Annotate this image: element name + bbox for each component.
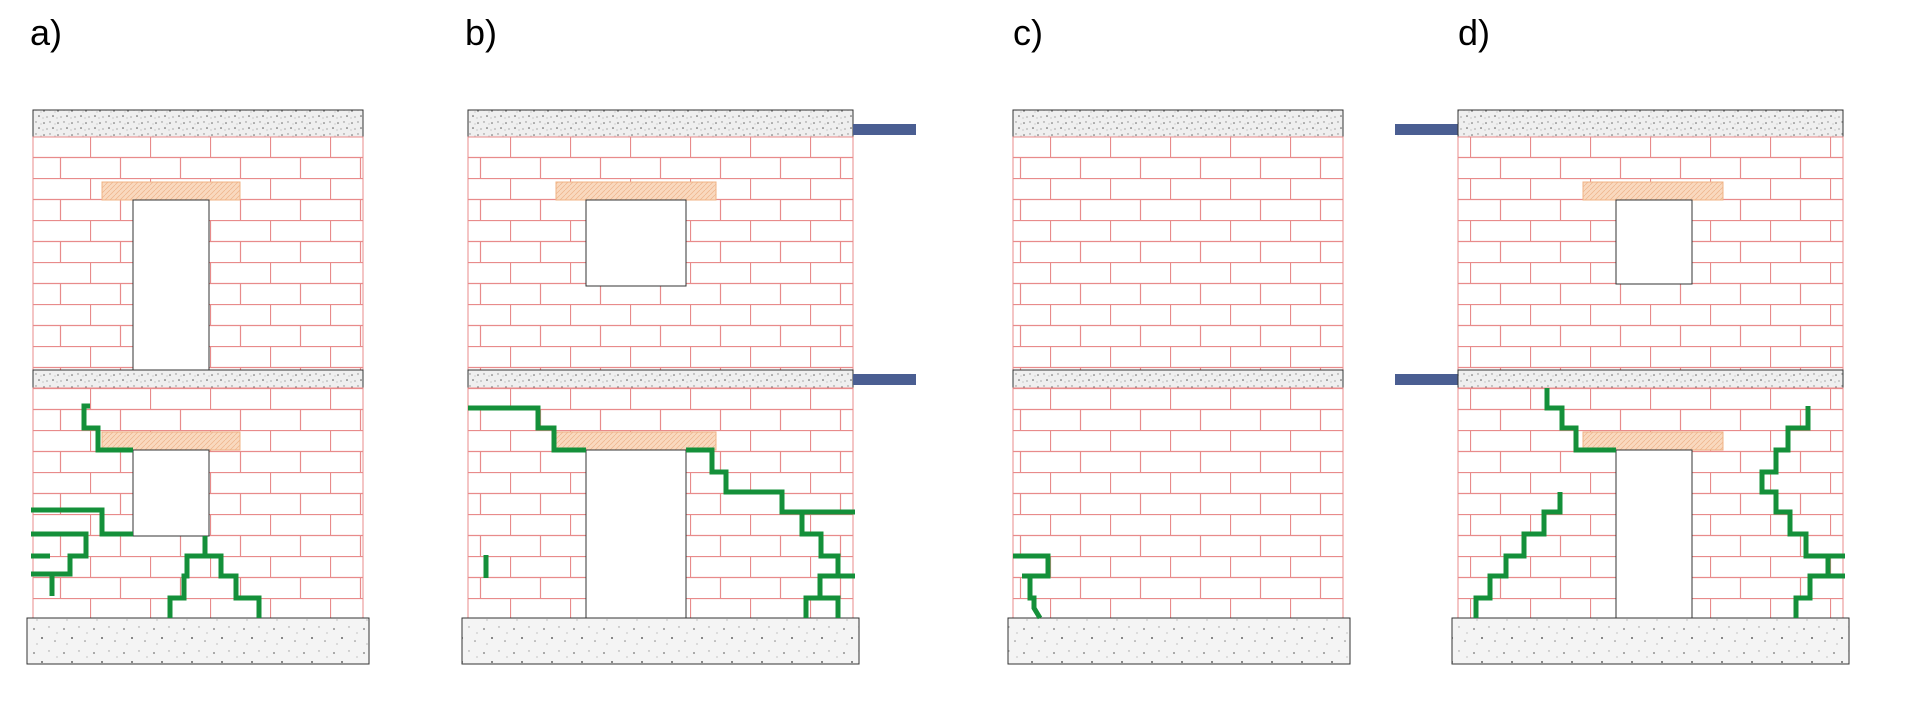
upper-wall	[1012, 136, 1344, 371]
upper-door-opening	[132, 199, 210, 371]
foundation	[26, 617, 370, 665]
crack-line	[167, 536, 208, 618]
foundation	[461, 617, 860, 665]
crack-line	[820, 595, 841, 618]
panel-c-label: c)	[1013, 12, 1043, 53]
panel-d-label: d)	[1458, 12, 1490, 53]
upper-window-opening	[1615, 199, 1693, 285]
crack-line	[1544, 388, 1616, 453]
crack-line	[1013, 553, 1051, 620]
crack-lines	[1473, 388, 1845, 618]
steel-beam	[853, 374, 916, 385]
floor-slab	[467, 369, 854, 389]
upper-lintel	[1582, 181, 1724, 201]
lower-lintel	[101, 431, 241, 451]
lower-wall	[1012, 387, 1344, 619]
crack-line	[686, 447, 841, 618]
lower-door-opening	[585, 449, 687, 619]
crack-line	[31, 531, 89, 577]
roof-slab	[467, 109, 854, 138]
crack-lines	[1013, 553, 1051, 620]
roof-slab	[1457, 109, 1844, 138]
panel-c: c)	[1007, 12, 1351, 665]
crack-line	[205, 553, 262, 618]
upper-lintel	[101, 181, 241, 201]
panel-b: b)	[461, 12, 916, 665]
roof-slab	[32, 109, 364, 138]
crack-line	[81, 403, 133, 453]
crack-line	[31, 507, 133, 537]
panel-a-label: a)	[30, 12, 62, 53]
roof-slab	[1012, 109, 1344, 138]
crack-line	[1759, 406, 1831, 618]
upper-window-opening	[585, 199, 687, 287]
upper-lintel	[555, 181, 717, 201]
floor-slab	[1012, 369, 1344, 389]
crack-lines	[468, 405, 855, 618]
floor-slab	[1457, 369, 1844, 389]
lower-lintel	[1582, 431, 1724, 451]
foundation	[1007, 617, 1351, 665]
floor-slab	[32, 369, 364, 389]
crack-line	[835, 556, 855, 579]
crack-line	[468, 405, 586, 453]
steel-beam	[853, 124, 916, 135]
lower-window-opening	[132, 449, 210, 537]
crack-lines	[31, 403, 262, 618]
crack-line	[1473, 492, 1563, 618]
lower-door-opening	[1615, 449, 1693, 619]
steel-beam	[1395, 374, 1458, 385]
lower-lintel	[555, 431, 717, 451]
steel-beam	[1395, 124, 1458, 135]
foundation	[1451, 617, 1850, 665]
panel-a: a)	[26, 12, 370, 665]
panel-b-label: b)	[465, 12, 497, 53]
panel-d: d)	[1395, 12, 1850, 665]
